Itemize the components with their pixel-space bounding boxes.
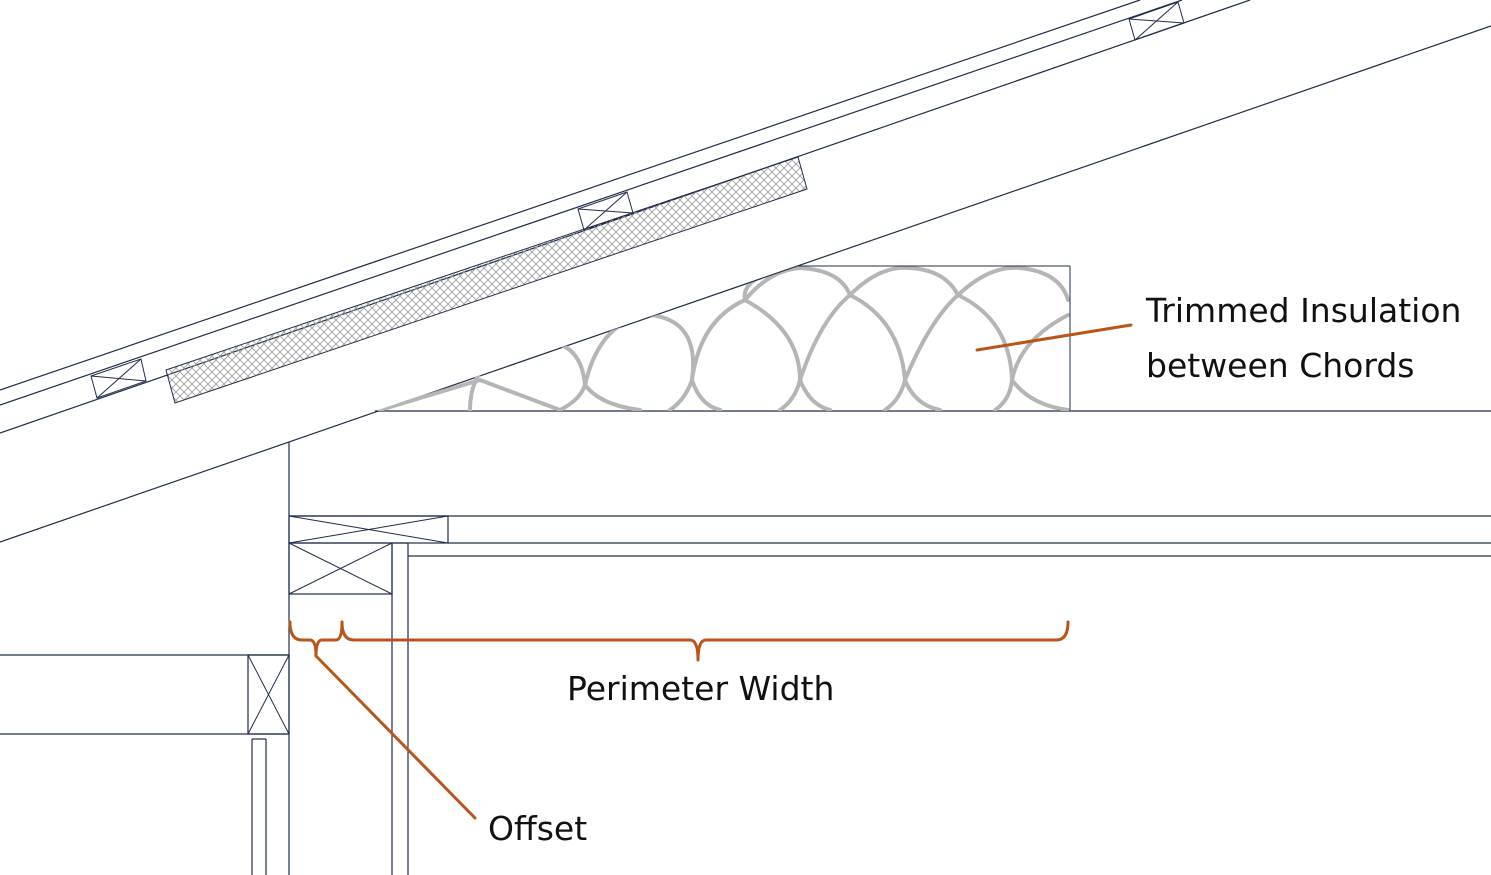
offset-brace <box>288 620 344 658</box>
insulation-label-line-1: Trimmed Insulation <box>1145 291 1461 330</box>
insulation-label-line-2: between Chords <box>1146 346 1414 385</box>
soffit-block <box>247 654 290 735</box>
rigid-roof-insulation-board <box>165 156 808 404</box>
roof-batten-left <box>90 358 147 399</box>
perimeter-width-label: Perimeter Width <box>567 669 834 708</box>
ceiling-lines <box>289 515 1491 557</box>
insulation-leader-line <box>975 323 1133 352</box>
ceiling-joist-block <box>288 515 449 544</box>
roof-batten-right <box>1128 1 1185 41</box>
offset-label: Offset <box>488 809 587 848</box>
top-chord-underside-line <box>0 25 1491 543</box>
exterior-wall-lines <box>288 442 409 875</box>
offset-leader-line <box>314 654 477 820</box>
perimeter-width-brace <box>340 620 1070 662</box>
lower-wall-stud <box>251 738 267 875</box>
top-plate-block <box>288 542 393 595</box>
lower-soffit-lines <box>0 654 289 735</box>
